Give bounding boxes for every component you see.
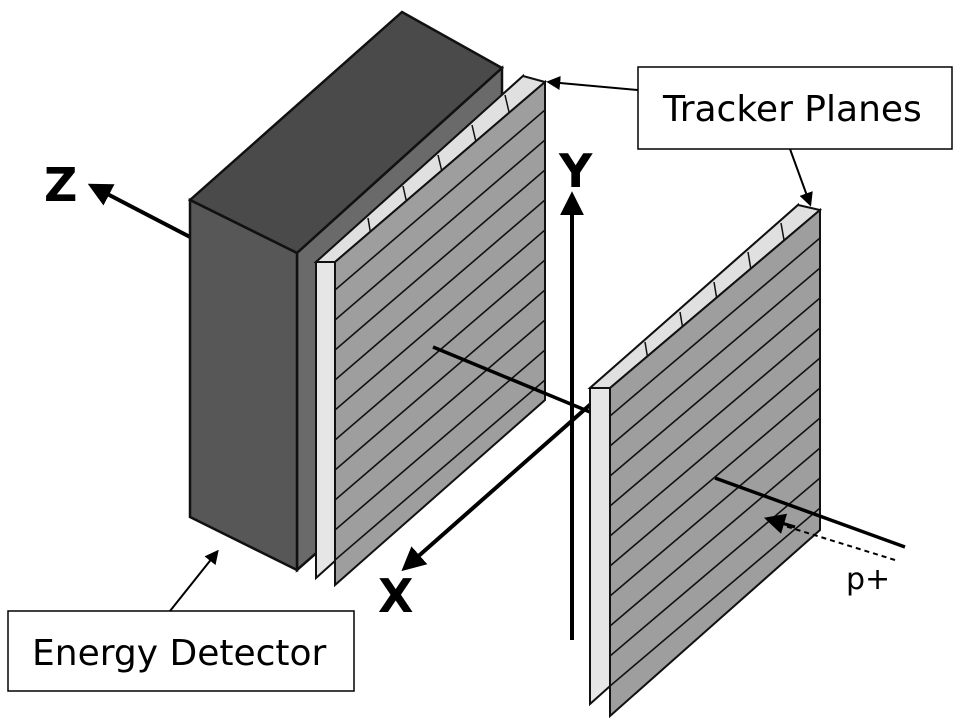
energy-detector-callout-box	[7, 610, 355, 692]
energy-detector-front	[188, 197, 299, 573]
z-axis-label: Z	[44, 158, 77, 212]
tracker-planes-callout-box	[637, 66, 953, 150]
energy-callout-leader	[169, 549, 219, 612]
beam-line-front	[714, 476, 906, 549]
front-plane-face	[609, 207, 821, 719]
proton-arrow	[763, 513, 796, 534]
front-tracker-planes	[587, 202, 823, 719]
proton-track-dashed	[784, 525, 896, 561]
tracker-planes-label: Tracker Planes	[662, 89, 922, 130]
front-plane-strips	[610, 237, 820, 687]
z-axis-arrow	[87, 183, 193, 240]
tracker-callout-leader-top	[546, 76, 639, 91]
energy-detector-label: Energy Detector	[32, 633, 327, 674]
x-axis-arrow	[401, 401, 594, 572]
beam-line-back	[432, 345, 591, 414]
back-plane-face	[334, 79, 546, 588]
tracker-callout-leader-bottom	[789, 148, 813, 207]
y-axis-label: Y	[558, 144, 593, 198]
x-axis-label: X	[378, 569, 413, 623]
particle-label: p+	[846, 562, 890, 597]
back-tracker-planes	[313, 73, 548, 588]
